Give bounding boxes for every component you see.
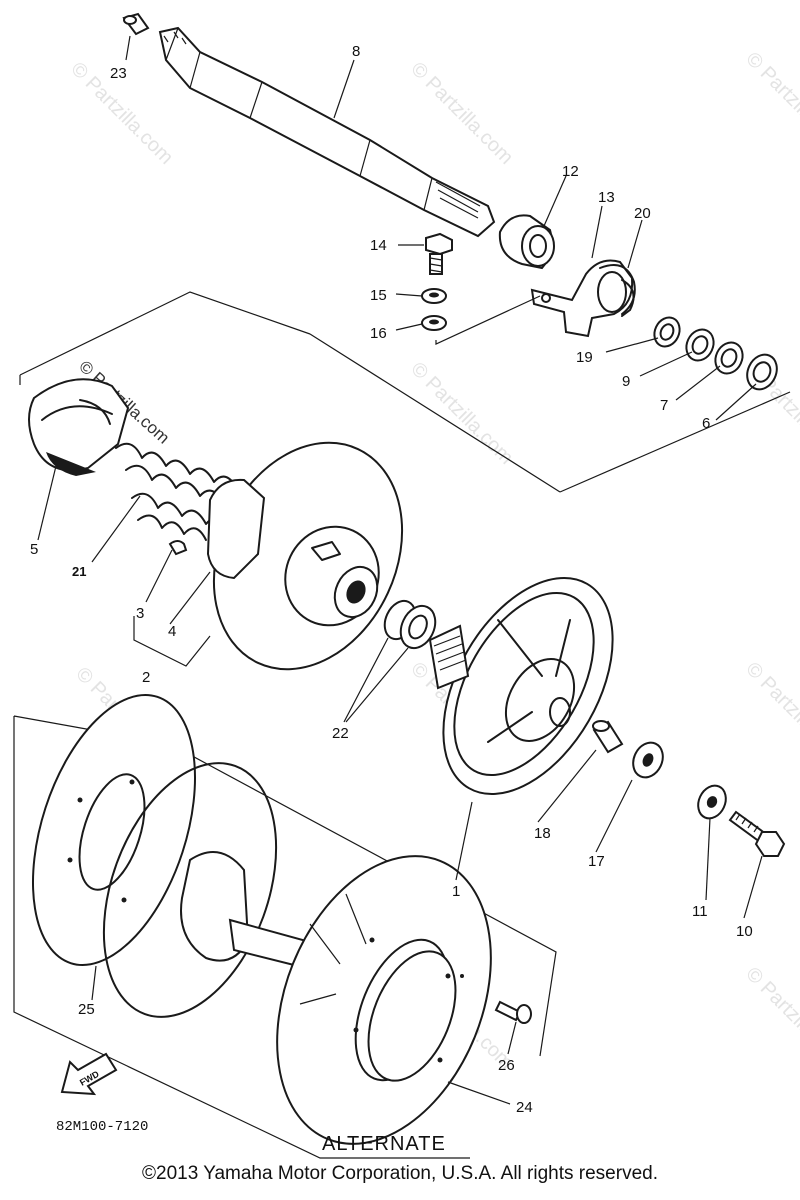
watermark: © Partzilla.com — [406, 358, 517, 469]
part-label[interactable]: 19 — [576, 349, 593, 366]
part-label[interactable]: 6 — [702, 415, 710, 432]
part-24-disc — [276, 855, 492, 1145]
part-26-screw — [460, 974, 532, 1024]
part-5-cover — [28, 378, 130, 476]
part-label[interactable]: 7 — [660, 397, 668, 414]
part-label[interactable]: 25 — [78, 1001, 95, 1018]
part-label[interactable]: 14 — [370, 237, 387, 254]
watermark: © Partzilla.com — [741, 48, 800, 159]
assembly-bracket-upper — [19, 291, 791, 493]
part-label[interactable]: 9 — [622, 373, 630, 390]
part-label[interactable]: 15 — [370, 287, 387, 304]
alternate-hub — [102, 762, 316, 1018]
alternate-label: ALTERNATE — [322, 1133, 446, 1155]
part-label[interactable]: 22 — [332, 725, 349, 742]
part-labels: 23 8 12 13 20 14 15 16 19 9 7 6 5 21 3 4… — [30, 43, 753, 1116]
part-25-disc — [32, 694, 196, 966]
part-label[interactable]: 12 — [562, 163, 579, 180]
washer-19 — [653, 316, 681, 348]
part-8-shaft — [158, 26, 496, 238]
part-label[interactable]: 21 — [72, 564, 86, 579]
part-15-washer — [421, 288, 447, 304]
part-2-sheave — [206, 441, 404, 671]
part-23-cap — [122, 12, 150, 36]
washer-9 — [685, 328, 715, 362]
part-label[interactable]: 16 — [370, 325, 387, 342]
part-16-washer — [421, 315, 447, 331]
part-label[interactable]: 1 — [452, 883, 460, 900]
part-label[interactable]: 11 — [692, 903, 708, 920]
watermark: © Partzilla.com — [406, 58, 517, 169]
leader-lines — [37, 35, 763, 1105]
part-label[interactable]: 18 — [534, 825, 551, 842]
part-label[interactable]: 8 — [352, 43, 360, 60]
part-13-bracket — [530, 259, 636, 338]
part-label[interactable]: 3 — [136, 605, 144, 622]
part-label[interactable]: 23 — [110, 65, 127, 82]
part-label[interactable]: 20 — [634, 205, 651, 222]
part-11-washer — [697, 784, 727, 820]
part-label[interactable]: 5 — [30, 541, 38, 558]
part-label[interactable]: 17 — [588, 853, 605, 870]
part-label[interactable]: 4 — [168, 623, 176, 640]
watermark: © Partzilla.com — [741, 963, 800, 1074]
part-12-bearing — [498, 214, 555, 270]
copyright-notice: ©2013 Yamaha Motor Corporation, U.S.A. A… — [142, 1163, 658, 1184]
part-18-bush — [592, 720, 624, 754]
drawing-code: 82M100-7120 — [56, 1119, 148, 1135]
part-label[interactable]: 2 — [142, 669, 150, 686]
part-14-bolt — [425, 232, 453, 275]
part-label[interactable]: 24 — [516, 1099, 533, 1116]
watermark: © Partzilla.com — [741, 658, 800, 769]
washer-6 — [746, 353, 778, 391]
part-label[interactable]: 26 — [498, 1057, 515, 1074]
part-3-key — [168, 540, 188, 556]
part-label[interactable]: 13 — [598, 189, 615, 206]
part-17-washer — [632, 741, 664, 779]
part-1-sheave — [428, 576, 614, 796]
part-10-bolt — [728, 810, 786, 857]
part-22-washers — [383, 599, 437, 650]
washer-7 — [714, 341, 744, 375]
fwd-arrow-icon: FWD — [60, 1052, 118, 1096]
part-label[interactable]: 10 — [736, 923, 753, 940]
